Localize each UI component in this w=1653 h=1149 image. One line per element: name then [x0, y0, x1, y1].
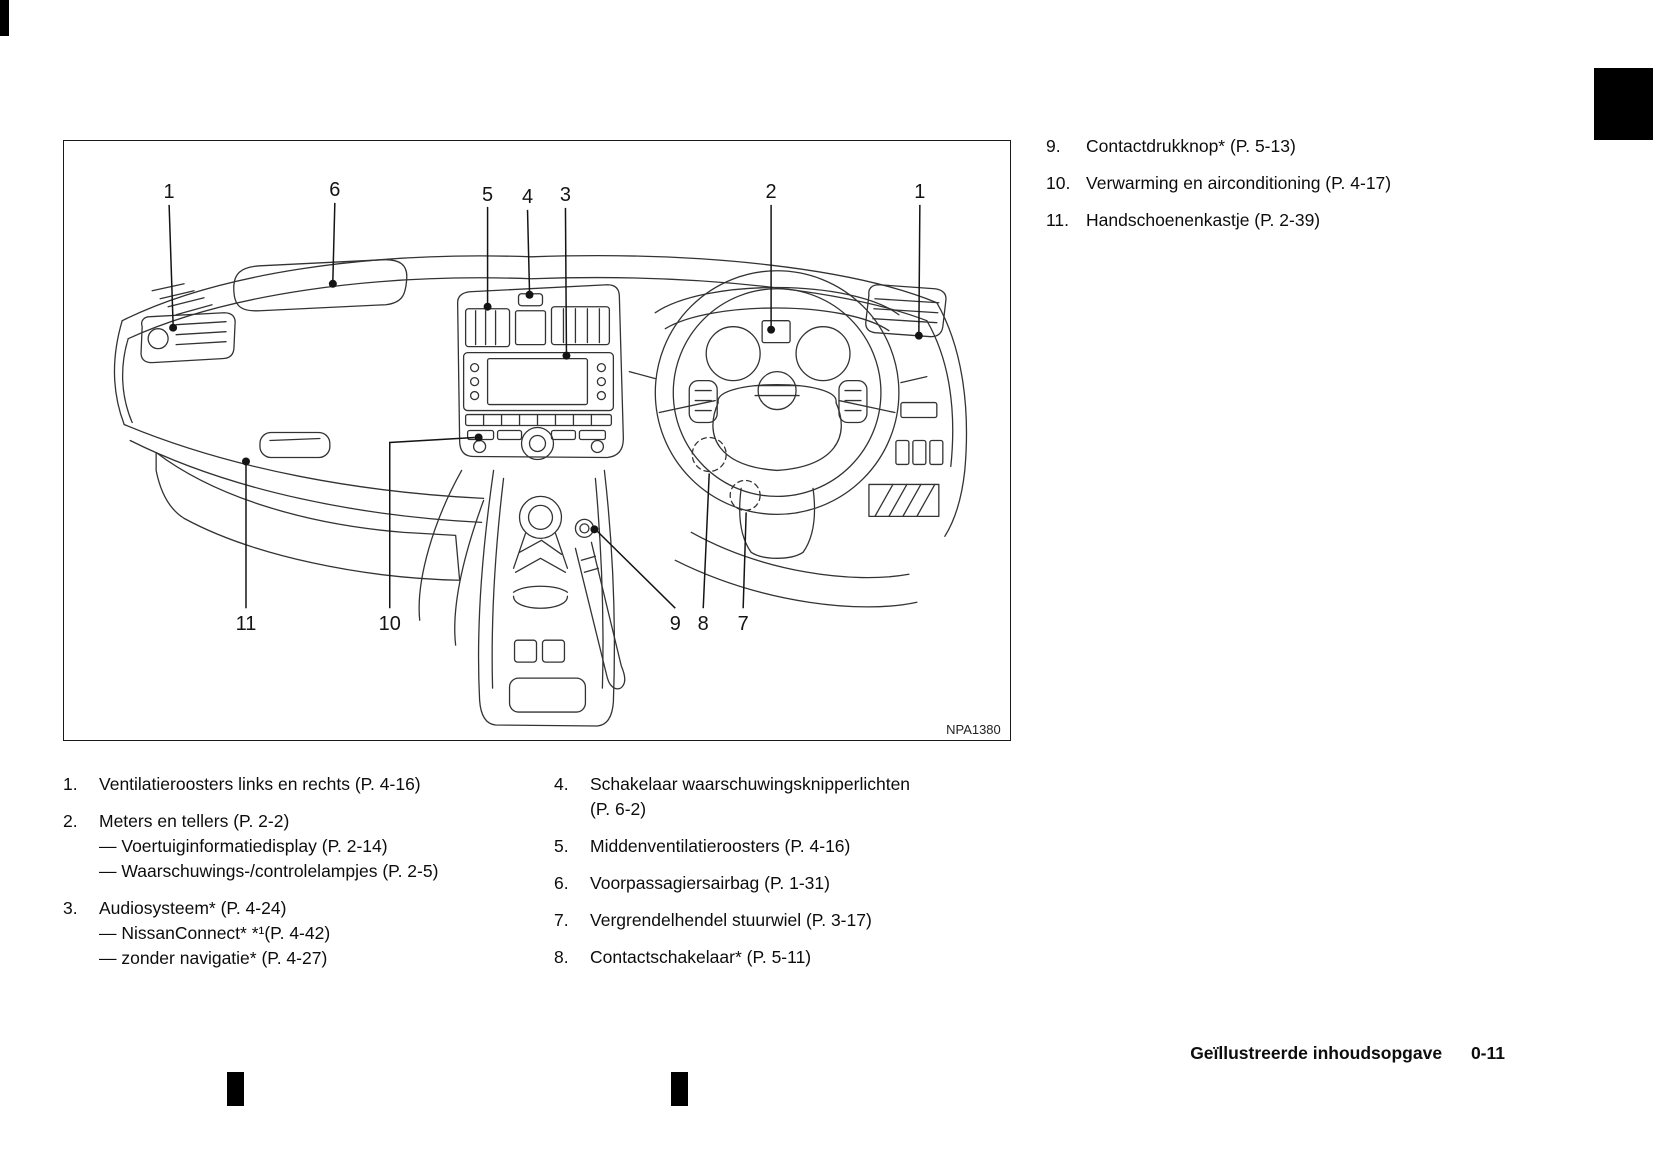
callout-number-2: 2	[766, 181, 777, 203]
legend-line: Ventilatieroosters links en rechts (P. 4…	[99, 774, 421, 794]
legend-item: 3. Audiosysteem* (P. 4-24) — NissanConne…	[63, 896, 554, 971]
callout-number-1-left: 1	[164, 181, 175, 203]
glovebox	[155, 431, 461, 581]
legend-item-number: 3.	[63, 898, 78, 918]
dashboard-illustration: 1 6 5 4 3 2 1 11 10 9 8 7 NPA1380	[113, 179, 1001, 737]
center-vents	[464, 306, 611, 348]
callout-numbers: 1 6 5 4 3 2 1 11 10 9 8 7	[164, 179, 926, 635]
footer-page-number: 0-11	[1470, 1043, 1505, 1063]
legend: 1. Ventilatieroosters links en rechts (P…	[63, 772, 1023, 983]
callout-number-1-right: 1	[914, 181, 925, 203]
legend-line: Vergrendelhendel stuurwiel (P. 3-17)	[590, 910, 872, 930]
legend-item: 7. Vergrendelhendel stuurwiel (P. 3-17)	[554, 908, 929, 933]
steering-wheel-badge	[754, 370, 800, 411]
page-footer: Geïllustreerde inhoudsopgave 0-11	[1190, 1043, 1505, 1064]
center-stack	[456, 284, 625, 461]
callout-number-5: 5	[482, 184, 493, 206]
legend-item-text: Vergrendelhendel stuurwiel (P. 3-17)	[590, 908, 929, 933]
callout-number-6: 6	[329, 179, 340, 201]
parking-brake-lever	[574, 541, 626, 690]
legend-item: 1. Ventilatieroosters links en rechts (P…	[63, 772, 554, 797]
legend-item-number: 10.	[1046, 173, 1071, 193]
legend-item-number: 6.	[554, 873, 569, 893]
registration-mark-bottom-center	[671, 1072, 688, 1106]
legend-subline: — zonder navigatie* (P. 4-27)	[99, 948, 328, 968]
legend-item: 11. Handschoenenkastje (P. 2-39)	[1046, 210, 1526, 231]
legend-item-text: Meters en tellers (P. 2-2) — Voertuiginf…	[99, 809, 554, 884]
legend-item-number: 9.	[1046, 136, 1061, 156]
ignition-switch-marker	[691, 436, 727, 473]
left-side-vent	[140, 312, 236, 364]
legend-item-text: Contactdrukknop* (P. 5-13)	[1086, 136, 1296, 156]
legend-item-text: Voorpassagiersairbag (P. 1-31)	[590, 871, 929, 896]
callout-number-11: 11	[236, 613, 257, 635]
callout-lines	[168, 202, 923, 609]
legend-item-text: Audiosysteem* (P. 4-24) — NissanConnect*…	[99, 896, 554, 971]
legend-subline: — Waarschuwings-/controlelampjes (P. 2-5…	[99, 861, 439, 881]
legend-line: Middenventilatieroosters (P. 4-16)	[590, 836, 851, 856]
instrument-cluster	[654, 286, 900, 382]
legend-item: 5. Middenventilatieroosters (P. 4-16)	[554, 834, 929, 859]
legend-item-text: Schakelaar waarschuwingsknipperlichten (…	[590, 772, 929, 822]
passenger-airbag-panel	[233, 259, 408, 312]
center-console	[477, 469, 626, 727]
legend-item-number: 5.	[554, 836, 569, 856]
legend-item-number: 2.	[63, 811, 78, 831]
legend-line: Contactschakelaar* (P. 5-11)	[590, 947, 812, 967]
steering-lock-lever-marker	[729, 479, 761, 512]
registration-mark-top-left	[0, 0, 9, 36]
legend-column-right: 4. Schakelaar waarschuwingsknipperlichte…	[554, 772, 929, 983]
legend-item-number: 1.	[63, 774, 78, 794]
right-switch-panel	[868, 401, 944, 518]
callout-number-8: 8	[698, 613, 709, 635]
registration-mark-bottom-left	[227, 1072, 244, 1106]
legend-item-text: Handschoenenkastje (P. 2-39)	[1086, 210, 1321, 230]
callout-number-4: 4	[522, 186, 533, 208]
legend-line: Schakelaar waarschuwingsknipperlichten (…	[590, 774, 911, 819]
legend-item-number: 8.	[554, 947, 569, 967]
legend-item-text: Ventilatieroosters links en rechts (P. 4…	[99, 772, 554, 797]
dashboard-figure: 1 6 5 4 3 2 1 11 10 9 8 7 NPA1380	[63, 140, 1011, 741]
legend-item: 10. Verwarming en airconditioning (P. 4-…	[1046, 173, 1526, 194]
legend-item: 9. Contactdrukknop* (P. 5-13)	[1046, 136, 1526, 157]
right-side-vent	[865, 284, 947, 338]
callout-number-10: 10	[379, 613, 401, 635]
legend-item-number: 11.	[1046, 210, 1070, 230]
steering-wheel	[628, 270, 928, 559]
footer-section-title: Geïllustreerde inhoudsopgave	[1190, 1043, 1443, 1063]
legend-subline: — Voertuiginformatiedisplay (P. 2-14)	[99, 836, 388, 856]
legend-line: Voorpassagiersairbag (P. 1-31)	[590, 873, 830, 893]
section-edge-tab	[1594, 68, 1653, 140]
dashboard-outline	[113, 255, 968, 646]
gear-shifter	[512, 495, 569, 609]
legend-column-left: 1. Ventilatieroosters links en rechts (P…	[63, 772, 554, 983]
legend-item: 6. Voorpassagiersairbag (P. 1-31)	[554, 871, 929, 896]
legend-item-number: 7.	[554, 910, 569, 930]
legend-item-number: 4.	[554, 774, 569, 794]
legend-column-top-right: 9. Contactdrukknop* (P. 5-13) 10. Verwar…	[1046, 136, 1526, 247]
legend-item-text: Contactschakelaar* (P. 5-11)	[590, 945, 929, 970]
legend-item: 8. Contactschakelaar* (P. 5-11)	[554, 945, 929, 970]
callout-number-3: 3	[560, 184, 571, 206]
legend-subline: — NissanConnect* *¹(P. 4-42)	[99, 923, 331, 943]
audio-system	[462, 351, 615, 427]
figure-code: NPA1380	[946, 722, 1001, 737]
console-switches	[508, 639, 587, 713]
legend-item: 2. Meters en tellers (P. 2-2) — Voertuig…	[63, 809, 554, 884]
climate-controls	[466, 426, 607, 461]
legend-item: 4. Schakelaar waarschuwingsknipperlichte…	[554, 772, 929, 822]
legend-item-text: Middenventilatieroosters (P. 4-16)	[590, 834, 929, 859]
callout-number-7: 7	[738, 613, 749, 635]
callout-number-9: 9	[670, 613, 681, 635]
legend-line: Audiosysteem* (P. 4-24)	[99, 898, 287, 918]
legend-item-text: Verwarming en airconditioning (P. 4-17)	[1086, 173, 1392, 193]
legend-line: Meters en tellers (P. 2-2)	[99, 811, 290, 831]
